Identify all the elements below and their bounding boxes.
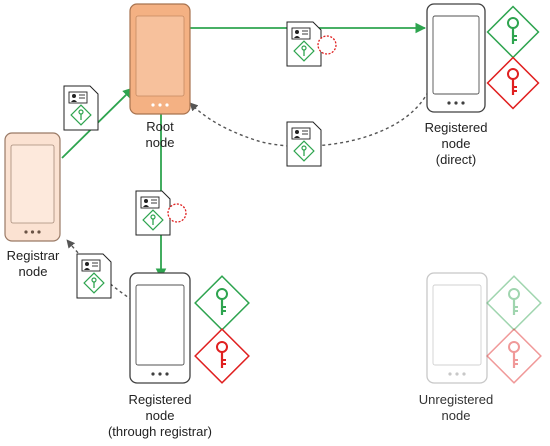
green-key-diamond-icon [486, 5, 540, 59]
root-node-phone [129, 3, 191, 115]
label-line: node [145, 408, 175, 423]
certificate-document-icon [63, 85, 99, 131]
red-seal-icon [167, 203, 187, 223]
registered-direct-label: Registered node (direct) [425, 120, 488, 168]
red-seal-icon [317, 35, 337, 55]
registrar-node-phone [4, 132, 61, 242]
label-line: Registrar [6, 248, 60, 263]
label-line: Registered [424, 120, 488, 135]
certificate-document-icon [286, 121, 322, 167]
certificate-document-icon [76, 253, 112, 299]
label-line: node [441, 408, 471, 423]
label-line: Root [146, 119, 174, 134]
unregistered-node-label: Unregistered node [419, 392, 493, 424]
registrar-node-label: Registrar node [7, 248, 60, 280]
label-line: node [441, 136, 471, 151]
arrow-direct-to-root-dashed [189, 91, 429, 148]
unregistered-phone [426, 272, 488, 384]
label-line: Registered [128, 392, 192, 407]
certificate-document-icon [286, 21, 322, 67]
arrow-through-registrar-to-registrar-dashed [66, 239, 133, 301]
faded-red-key-diamond-icon [486, 328, 542, 384]
registered-direct-phone [426, 3, 486, 113]
green-key-diamond-icon [194, 275, 250, 331]
label-line: node [18, 264, 48, 279]
registered-through-registrar-label: Registered node (through registrar) [108, 392, 212, 440]
label-line: (direct) [435, 152, 477, 167]
red-key-diamond-icon [486, 56, 540, 110]
certificate-document-icon [135, 190, 171, 236]
label-line: (through registrar) [107, 424, 213, 439]
root-node-label: Root node [146, 119, 175, 151]
label-line: node [145, 135, 175, 150]
faded-green-key-diamond-icon [486, 275, 542, 331]
red-key-diamond-icon [194, 328, 250, 384]
registered-through-registrar-phone [129, 272, 191, 384]
label-line: Unregistered [418, 392, 494, 407]
